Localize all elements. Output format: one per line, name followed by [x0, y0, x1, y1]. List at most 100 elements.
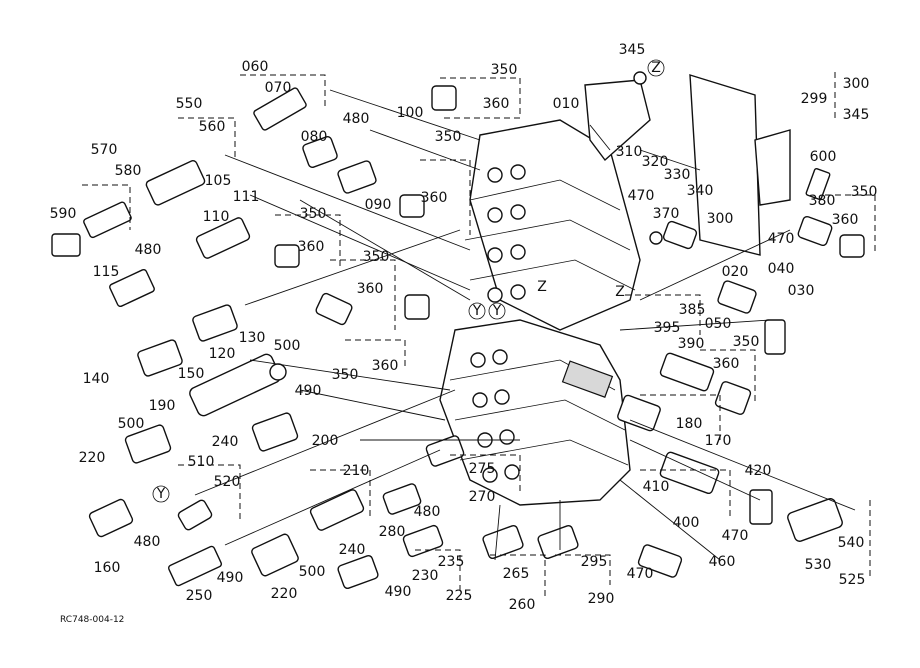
- callout-label: 360: [372, 358, 399, 374]
- callout-label: Z: [651, 60, 661, 76]
- callout-label: 540: [838, 535, 865, 551]
- callout-label: Y: [156, 486, 166, 502]
- callout-label: 265: [503, 566, 530, 582]
- callout-label: 480: [343, 111, 370, 127]
- callout-label: 140: [83, 371, 110, 387]
- callout-label: 490: [217, 570, 244, 586]
- callout-label: 470: [627, 566, 654, 582]
- callout-label: 060: [242, 59, 269, 75]
- callout-label: 350: [332, 367, 359, 383]
- callout-label: 050: [705, 316, 732, 332]
- callout-label: 111: [233, 189, 260, 205]
- callout-label: 600: [810, 149, 837, 165]
- leader-lines: [194, 89, 856, 561]
- callout-label: 220: [271, 586, 298, 602]
- callout-label: 360: [832, 212, 859, 228]
- callout-label: 470: [628, 188, 655, 204]
- callout-label: 110: [203, 209, 230, 225]
- callout-label: 330: [664, 167, 691, 183]
- callout-label: 360: [483, 96, 510, 112]
- callout-label: 525: [839, 572, 866, 588]
- callout-label: 275: [469, 461, 496, 477]
- callout-label: 420: [745, 463, 772, 479]
- callout-label: 170: [705, 433, 732, 449]
- view-marker-y: Y: [492, 303, 502, 319]
- callout-label: 299: [801, 91, 828, 107]
- callout-label: 100: [397, 105, 424, 121]
- callout-label: 300: [707, 211, 734, 227]
- callout-label: 120: [209, 346, 236, 362]
- callout-label: 010: [553, 96, 580, 112]
- callout-label: 200: [312, 433, 339, 449]
- callout-label: 360: [421, 190, 448, 206]
- callout-label: 550: [176, 96, 203, 112]
- callout-label: 020: [722, 264, 749, 280]
- callout-label: 380: [809, 193, 836, 209]
- group-brackets: [82, 72, 876, 600]
- callout-label: 230: [412, 568, 439, 584]
- callout-label: 350: [851, 184, 878, 200]
- callout-label: 480: [134, 534, 161, 550]
- callout-label: 340: [687, 183, 714, 199]
- callout-label: 240: [339, 542, 366, 558]
- callout-label: 370: [653, 206, 680, 222]
- callout-label: 490: [385, 584, 412, 600]
- callout-label: 520: [214, 474, 241, 490]
- callout-label: 310: [616, 144, 643, 160]
- callout-label: 080: [301, 129, 328, 145]
- callout-label: 295: [581, 554, 608, 570]
- callout-label: 350: [733, 334, 760, 350]
- callout-label: 410: [643, 479, 670, 495]
- callout-label: 345: [843, 107, 870, 123]
- callout-label: 130: [239, 330, 266, 346]
- callout-label: 225: [446, 588, 473, 604]
- view-marker-z: Z: [615, 284, 625, 300]
- callout-label: 500: [274, 338, 301, 354]
- callout-label: 470: [722, 528, 749, 544]
- callout-label: 580: [115, 163, 142, 179]
- callout-label: 490: [295, 383, 322, 399]
- callout-label: 360: [298, 239, 325, 255]
- callout-label: 320: [642, 154, 669, 170]
- view-markers: Z Z Y Y: [152, 59, 665, 503]
- callout-label: 220: [79, 450, 106, 466]
- callout-label: 160: [94, 560, 121, 576]
- callout-label: 390: [678, 336, 705, 352]
- callout-label: 460: [709, 554, 736, 570]
- callout-label: 500: [299, 564, 326, 580]
- callout-label: 190: [149, 398, 176, 414]
- callout-label: 240: [212, 434, 239, 450]
- callout-label: 180: [676, 416, 703, 432]
- callout-labels: 345 Z 300 299 345 350 360 060 070 010 55…: [50, 42, 878, 613]
- callout-label: 040: [768, 261, 795, 277]
- callout-label: 350: [300, 206, 327, 222]
- callout-label: 030: [788, 283, 815, 299]
- callout-label: 350: [363, 249, 390, 265]
- callout-label: 150: [178, 366, 205, 382]
- callout-label: 300: [843, 76, 870, 92]
- callout-label: 290: [588, 591, 615, 607]
- callout-label: 250: [186, 588, 213, 604]
- callout-label: 360: [357, 281, 384, 297]
- callout-label: 470: [768, 231, 795, 247]
- callout-label: 210: [343, 463, 370, 479]
- callout-label: 105: [205, 173, 232, 189]
- callout-label: 350: [435, 129, 462, 145]
- callout-label: 345: [619, 42, 646, 58]
- callout-label: 480: [135, 242, 162, 258]
- callout-label: 510: [188, 454, 215, 470]
- callout-label: 385: [679, 302, 706, 318]
- callout-label: 235: [438, 554, 465, 570]
- callout-label: 115: [93, 264, 120, 280]
- callout-label: 530: [805, 557, 832, 573]
- callout-label: 570: [91, 142, 118, 158]
- callout-label: 270: [469, 489, 496, 505]
- callout-label: 395: [654, 320, 681, 336]
- callout-label: 480: [414, 504, 441, 520]
- callout-label: 590: [50, 206, 77, 222]
- callout-label: 280: [379, 524, 406, 540]
- callout-label: 560: [199, 119, 226, 135]
- callout-label: 500: [118, 416, 145, 432]
- callout-label: 360: [713, 356, 740, 372]
- control-valve-assembly: [439, 119, 641, 506]
